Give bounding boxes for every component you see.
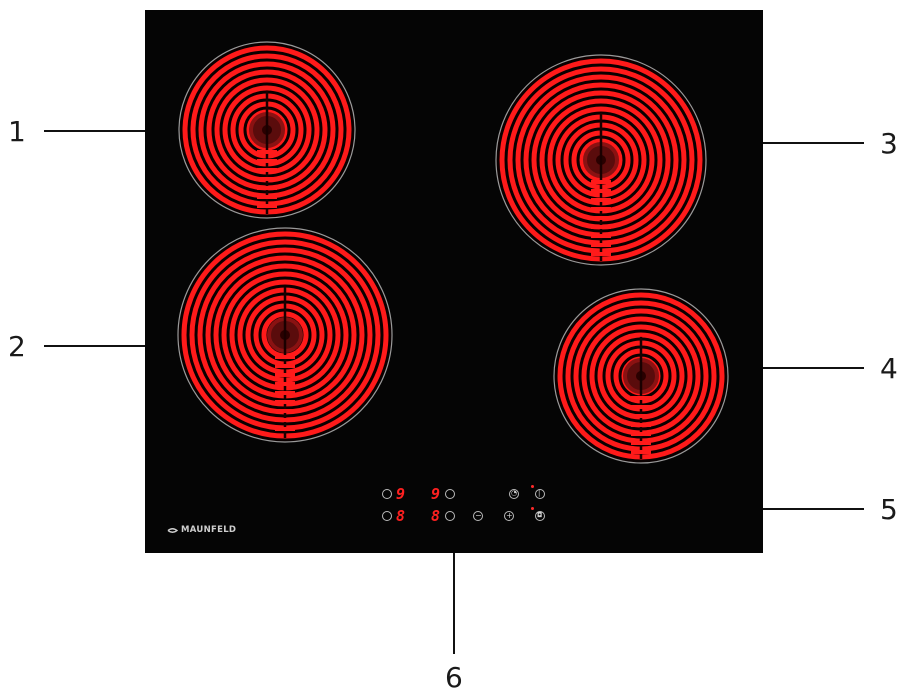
display-zone-4: 8 <box>431 509 440 524</box>
burner-4 <box>554 289 728 463</box>
brand-logo: MAUNFELD <box>167 525 236 535</box>
leader-line-4 <box>760 367 864 369</box>
minus-icon: − <box>475 512 482 520</box>
power-indicator-led <box>531 485 534 488</box>
callout-3: 3 <box>880 130 898 158</box>
burner-3 <box>496 55 706 265</box>
callout-6: 6 <box>445 664 463 692</box>
display-zone-2: 8 <box>396 509 405 524</box>
hob-glass-panel: 9 9 8 8 ◔ | − + ◘ MAUNFELD <box>145 10 763 553</box>
callout-2: 2 <box>8 333 26 361</box>
display-zone-3: 9 <box>431 487 440 502</box>
display-zone-1: 9 <box>396 487 405 502</box>
leader-line-6 <box>453 550 455 654</box>
burner-layer <box>145 10 763 553</box>
power-icon: | <box>538 490 540 497</box>
brand-mark-icon <box>167 527 178 534</box>
lock-icon: ◘ <box>537 512 543 519</box>
zone-select-button-2[interactable] <box>382 511 392 521</box>
leader-line-1 <box>44 130 148 132</box>
burner-1 <box>179 42 355 218</box>
zone-select-button-4[interactable] <box>445 511 455 521</box>
leader-line-5 <box>760 508 864 510</box>
lock-indicator-led <box>531 507 534 510</box>
plus-icon: + <box>506 512 513 520</box>
brand-name: MAUNFELD <box>181 525 236 535</box>
leader-line-2 <box>44 345 148 347</box>
lock-button[interactable]: ◘ <box>535 511 545 521</box>
minus-button[interactable]: − <box>473 511 483 521</box>
leader-line-3 <box>760 142 864 144</box>
burner-2 <box>178 228 392 442</box>
callout-5: 5 <box>880 496 898 524</box>
callout-1: 1 <box>8 118 26 146</box>
power-button[interactable]: | <box>535 489 545 499</box>
timer-button[interactable]: ◔ <box>509 489 519 499</box>
callout-4: 4 <box>880 355 898 383</box>
zone-select-button-3[interactable] <box>445 489 455 499</box>
zone-select-button-1[interactable] <box>382 489 392 499</box>
clock-icon: ◔ <box>511 490 517 497</box>
plus-button[interactable]: + <box>504 511 514 521</box>
